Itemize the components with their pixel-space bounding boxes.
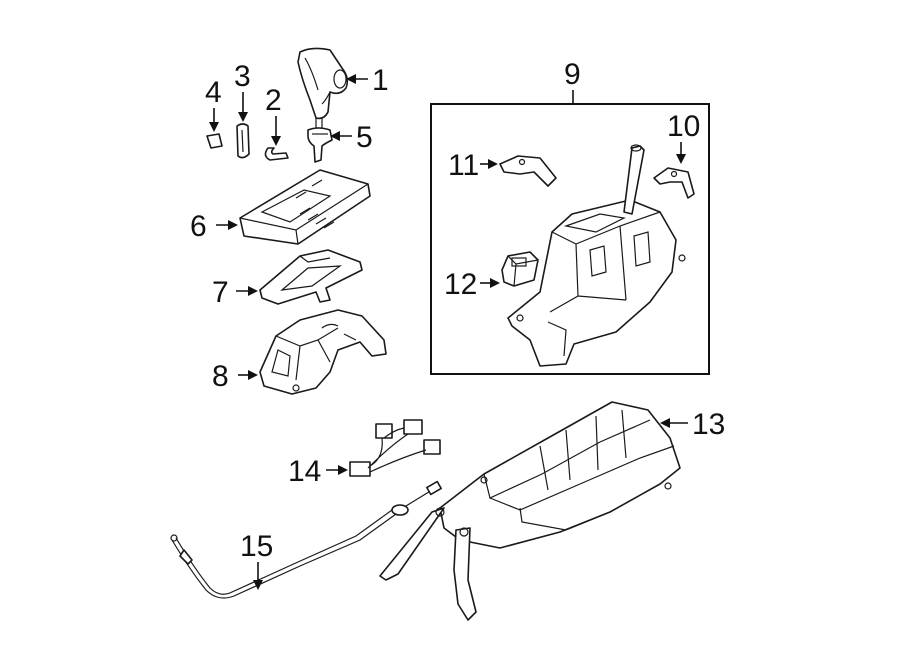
callout-6: 6: [190, 210, 238, 243]
bezel-plate: [259, 249, 363, 305]
wiring-harness: [349, 419, 441, 477]
shift-knob: [297, 47, 349, 129]
callout-8: 8: [212, 360, 258, 393]
callout-11-label: 11: [448, 149, 479, 182]
knob-button: [307, 127, 333, 163]
callout-2: 2: [265, 84, 282, 146]
callout-12: 12: [444, 268, 500, 301]
callout-8-label: 8: [212, 360, 229, 393]
callout-1: 1: [346, 64, 389, 97]
callout-13: 13: [660, 408, 725, 441]
base-bracket: [379, 401, 681, 621]
callout-7-label: 7: [212, 276, 229, 309]
indicator-bezel: [239, 169, 371, 245]
callout-7: 7: [212, 276, 258, 309]
shifter-mechanism: [507, 144, 686, 367]
callout-15-label: 15: [240, 530, 273, 563]
callout-5: 5: [330, 121, 373, 154]
callout-10: 10: [667, 110, 700, 164]
clip: [264, 147, 289, 161]
callout-2-label: 2: [265, 84, 282, 117]
solenoid: [501, 251, 539, 287]
callout-14: 14: [288, 455, 348, 488]
callout-1-label: 1: [372, 64, 389, 97]
callout-5-label: 5: [356, 121, 373, 154]
callout-11: 11: [448, 149, 498, 182]
callout-9-label: 9: [564, 58, 581, 91]
callout-15: 15: [240, 530, 273, 590]
shift-cable: [170, 480, 442, 599]
callout-12-label: 12: [444, 268, 477, 301]
callout-14-label: 14: [288, 455, 321, 488]
callout-4-label: 4: [205, 76, 222, 109]
callout-3: 3: [234, 60, 251, 122]
callout-13-label: 13: [692, 408, 725, 441]
bracket-left: [499, 155, 557, 187]
shifter-housing: [259, 309, 387, 395]
callout-3-label: 3: [234, 60, 251, 93]
callout-6-label: 6: [190, 210, 207, 243]
bracket-right: [653, 167, 695, 199]
callout-10-label: 10: [667, 110, 700, 143]
small-insert: [206, 133, 223, 149]
callout-4: 4: [205, 76, 222, 132]
shifter-assembly-box: 9 10: [430, 58, 710, 375]
trim-strip: [236, 123, 250, 159]
